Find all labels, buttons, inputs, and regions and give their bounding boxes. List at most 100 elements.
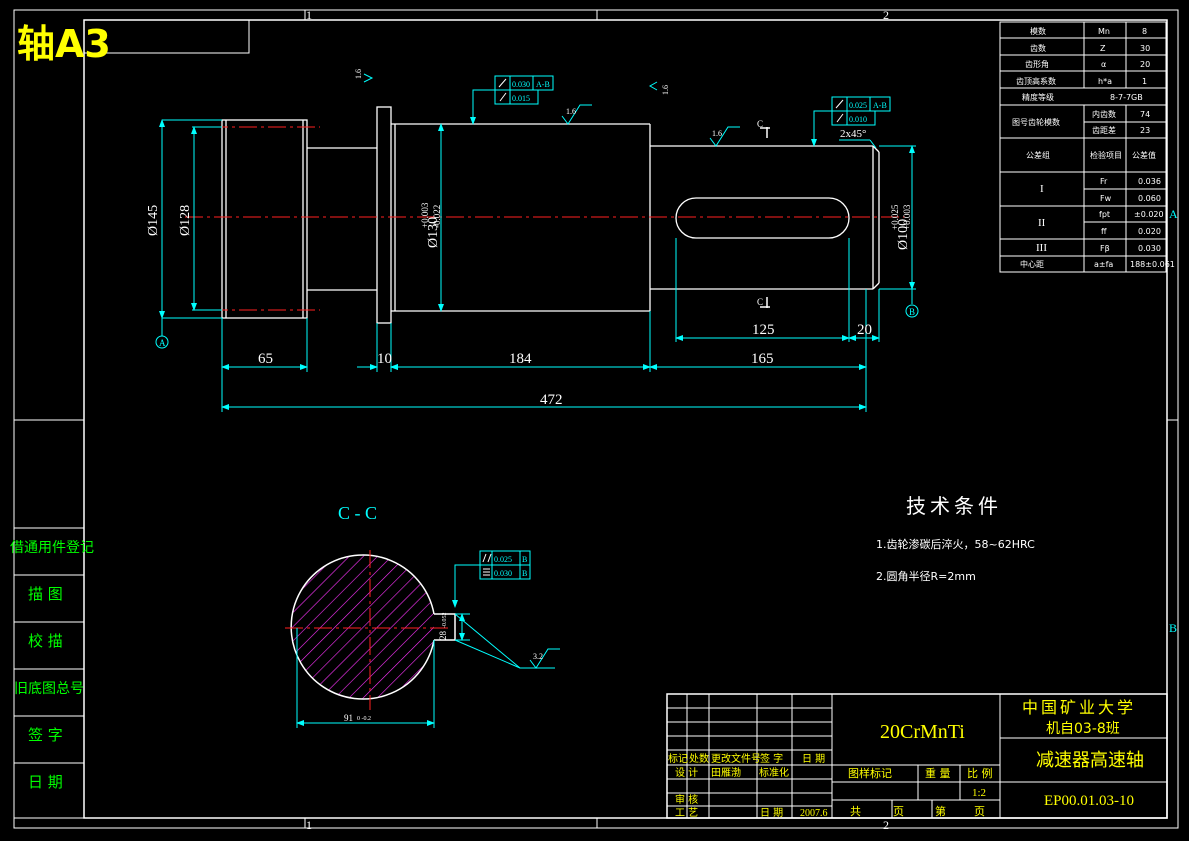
- gear-table-cell: III: [1036, 242, 1047, 254]
- gear-table-cell: 内齿数: [1092, 109, 1116, 119]
- length-dimensions: [221, 238, 880, 412]
- dim-l20: 20: [857, 322, 872, 338]
- section-key-tol: -0.052: [442, 613, 448, 629]
- section-key-dim: 28: [438, 631, 448, 641]
- gear-table-cell: 公差值: [1132, 150, 1156, 160]
- dim-l165: 165: [751, 351, 774, 367]
- title-block: [666, 693, 1168, 819]
- dim-l184: 184: [509, 351, 532, 367]
- side-panel-item: 旧底图总号: [14, 681, 84, 697]
- section-width-tol: 0 -0.2: [357, 716, 371, 722]
- gdt-6-datum: B: [522, 569, 527, 578]
- side-panel: [13, 527, 85, 819]
- roughness-symbol-4: [709, 126, 740, 147]
- sheet-title: 轴A3: [17, 22, 111, 66]
- dim-chamfer: 2x45°: [840, 128, 866, 140]
- gdt-frame-section: [452, 550, 531, 608]
- side-panel-item: 描 图: [28, 585, 63, 603]
- tb-designer: 田雁渤: [711, 766, 741, 779]
- title-box: [84, 20, 250, 54]
- tb-scale: 1:2: [972, 787, 986, 799]
- zone-col-2-top: 2: [883, 8, 889, 22]
- roughness-symbol-1: [363, 73, 374, 83]
- dim-d100-tol-upper: +0.025: [890, 204, 900, 230]
- gear-table-cell: 8: [1142, 27, 1147, 36]
- tb-class: 机自03-8班: [1046, 721, 1120, 737]
- gear-table-cell: 齿距差: [1092, 125, 1116, 135]
- diameter-dimensions: [159, 119, 916, 319]
- gear-table-cell: Z: [1100, 44, 1106, 53]
- roughness-3: 1.6: [566, 107, 576, 116]
- gear-table-cell: 1: [1142, 77, 1147, 86]
- tb-col-change: 更改文件号: [711, 752, 761, 765]
- roughness-6: 3.2: [533, 652, 543, 661]
- gear-table-cell: 0.020: [1138, 227, 1161, 236]
- dim-l472: 472: [540, 392, 563, 408]
- dim-l10: 10: [377, 351, 392, 367]
- section-mark-top: C: [757, 119, 763, 129]
- roughness-symbol-3: [561, 104, 592, 125]
- gear-table-cell: 20: [1140, 60, 1150, 69]
- tb-weight: 重 量: [925, 766, 951, 780]
- tb-part-name: 减速器高速轴: [1036, 750, 1144, 771]
- tech-req-1: 1.齿轮渗碳后淬火，58~62HRC: [876, 537, 1035, 551]
- tb-date-label: 日 期: [760, 807, 783, 819]
- dim-d100: Ø100: [896, 219, 911, 250]
- zone-col-2-bottom: 2: [883, 818, 889, 832]
- tb-process: 工 艺: [675, 807, 698, 819]
- gear-table-cell: 精度等级: [1022, 92, 1054, 102]
- gear-table-cell: fpt: [1099, 210, 1110, 219]
- zone-row-a: A: [1169, 207, 1178, 221]
- gdt-5-tol: 0.025: [494, 555, 512, 564]
- dim-l65: 65: [258, 351, 273, 367]
- gear-table-cell: Mn: [1098, 27, 1110, 36]
- tb-stage-mark: 图样标记: [848, 766, 892, 780]
- side-panel-item: 日 期: [28, 773, 63, 791]
- gear-table-cell: 0.060: [1138, 194, 1161, 203]
- gear-table: [999, 21, 1167, 273]
- tb-standardize: 标准化: [759, 766, 789, 779]
- gear-table-cell: 188±0.061: [1130, 260, 1175, 269]
- gear-table-cell: 74: [1140, 110, 1150, 119]
- tb-col-date: 日 期: [802, 753, 825, 765]
- gear-table-cell: a±fa: [1094, 260, 1113, 269]
- gear-table-cell: II: [1038, 217, 1046, 229]
- zone-row-b: B: [1169, 621, 1177, 635]
- section-view: [285, 550, 456, 710]
- zone-col-1-top: 1: [306, 8, 312, 22]
- gear-table-cell: 23: [1140, 126, 1150, 135]
- gear-table-cell: 齿顶高系数: [1016, 76, 1056, 86]
- gear-table-cell: 0.030: [1138, 244, 1161, 253]
- roughness-4: 1.6: [712, 129, 722, 138]
- dim-d130-tol-upper: +0.003: [420, 202, 430, 228]
- tb-design: 设 计: [675, 766, 698, 779]
- roughness-symbol-6: [529, 648, 560, 669]
- dim-d130: Ø130: [426, 217, 441, 248]
- sheet-frame: [13, 9, 1179, 829]
- section-width-dim: 91: [344, 713, 353, 723]
- tb-col-mark: 标记: [668, 753, 688, 765]
- gdt-3-tol: 0.025: [849, 101, 867, 110]
- gear-table-cell: 齿数: [1030, 43, 1046, 53]
- gear-table-cell: h*a: [1098, 77, 1112, 86]
- tb-nth: 第: [935, 804, 946, 818]
- dim-d130-tol-lower: -0.022: [432, 205, 442, 228]
- tb-ratio: 比 例: [967, 766, 993, 780]
- gear-table-cell: Fβ: [1100, 244, 1110, 253]
- tech-req-2: 2.圆角半径R=2mm: [876, 569, 976, 583]
- gear-table-cell: 0.036: [1138, 177, 1161, 186]
- side-panel-item: 签 字: [28, 726, 63, 744]
- gdt-1-tol: 0.030: [512, 80, 530, 89]
- datum-a: A: [155, 318, 169, 349]
- gear-table-cell: Fr: [1100, 177, 1108, 186]
- section-label: C - C: [338, 503, 377, 523]
- gdt-6-tol: 0.030: [494, 569, 512, 578]
- side-panel-item: 校 描: [28, 632, 63, 650]
- tb-total: 共: [850, 805, 861, 818]
- tb-school: 中国矿业大学: [1022, 698, 1136, 717]
- dim-d128: Ø128: [178, 205, 193, 236]
- tb-material: 20CrMnTi: [880, 721, 965, 743]
- tb-drawing-no: EP00.01.03-10: [1044, 793, 1134, 809]
- roughness-2: 1.6: [661, 85, 670, 95]
